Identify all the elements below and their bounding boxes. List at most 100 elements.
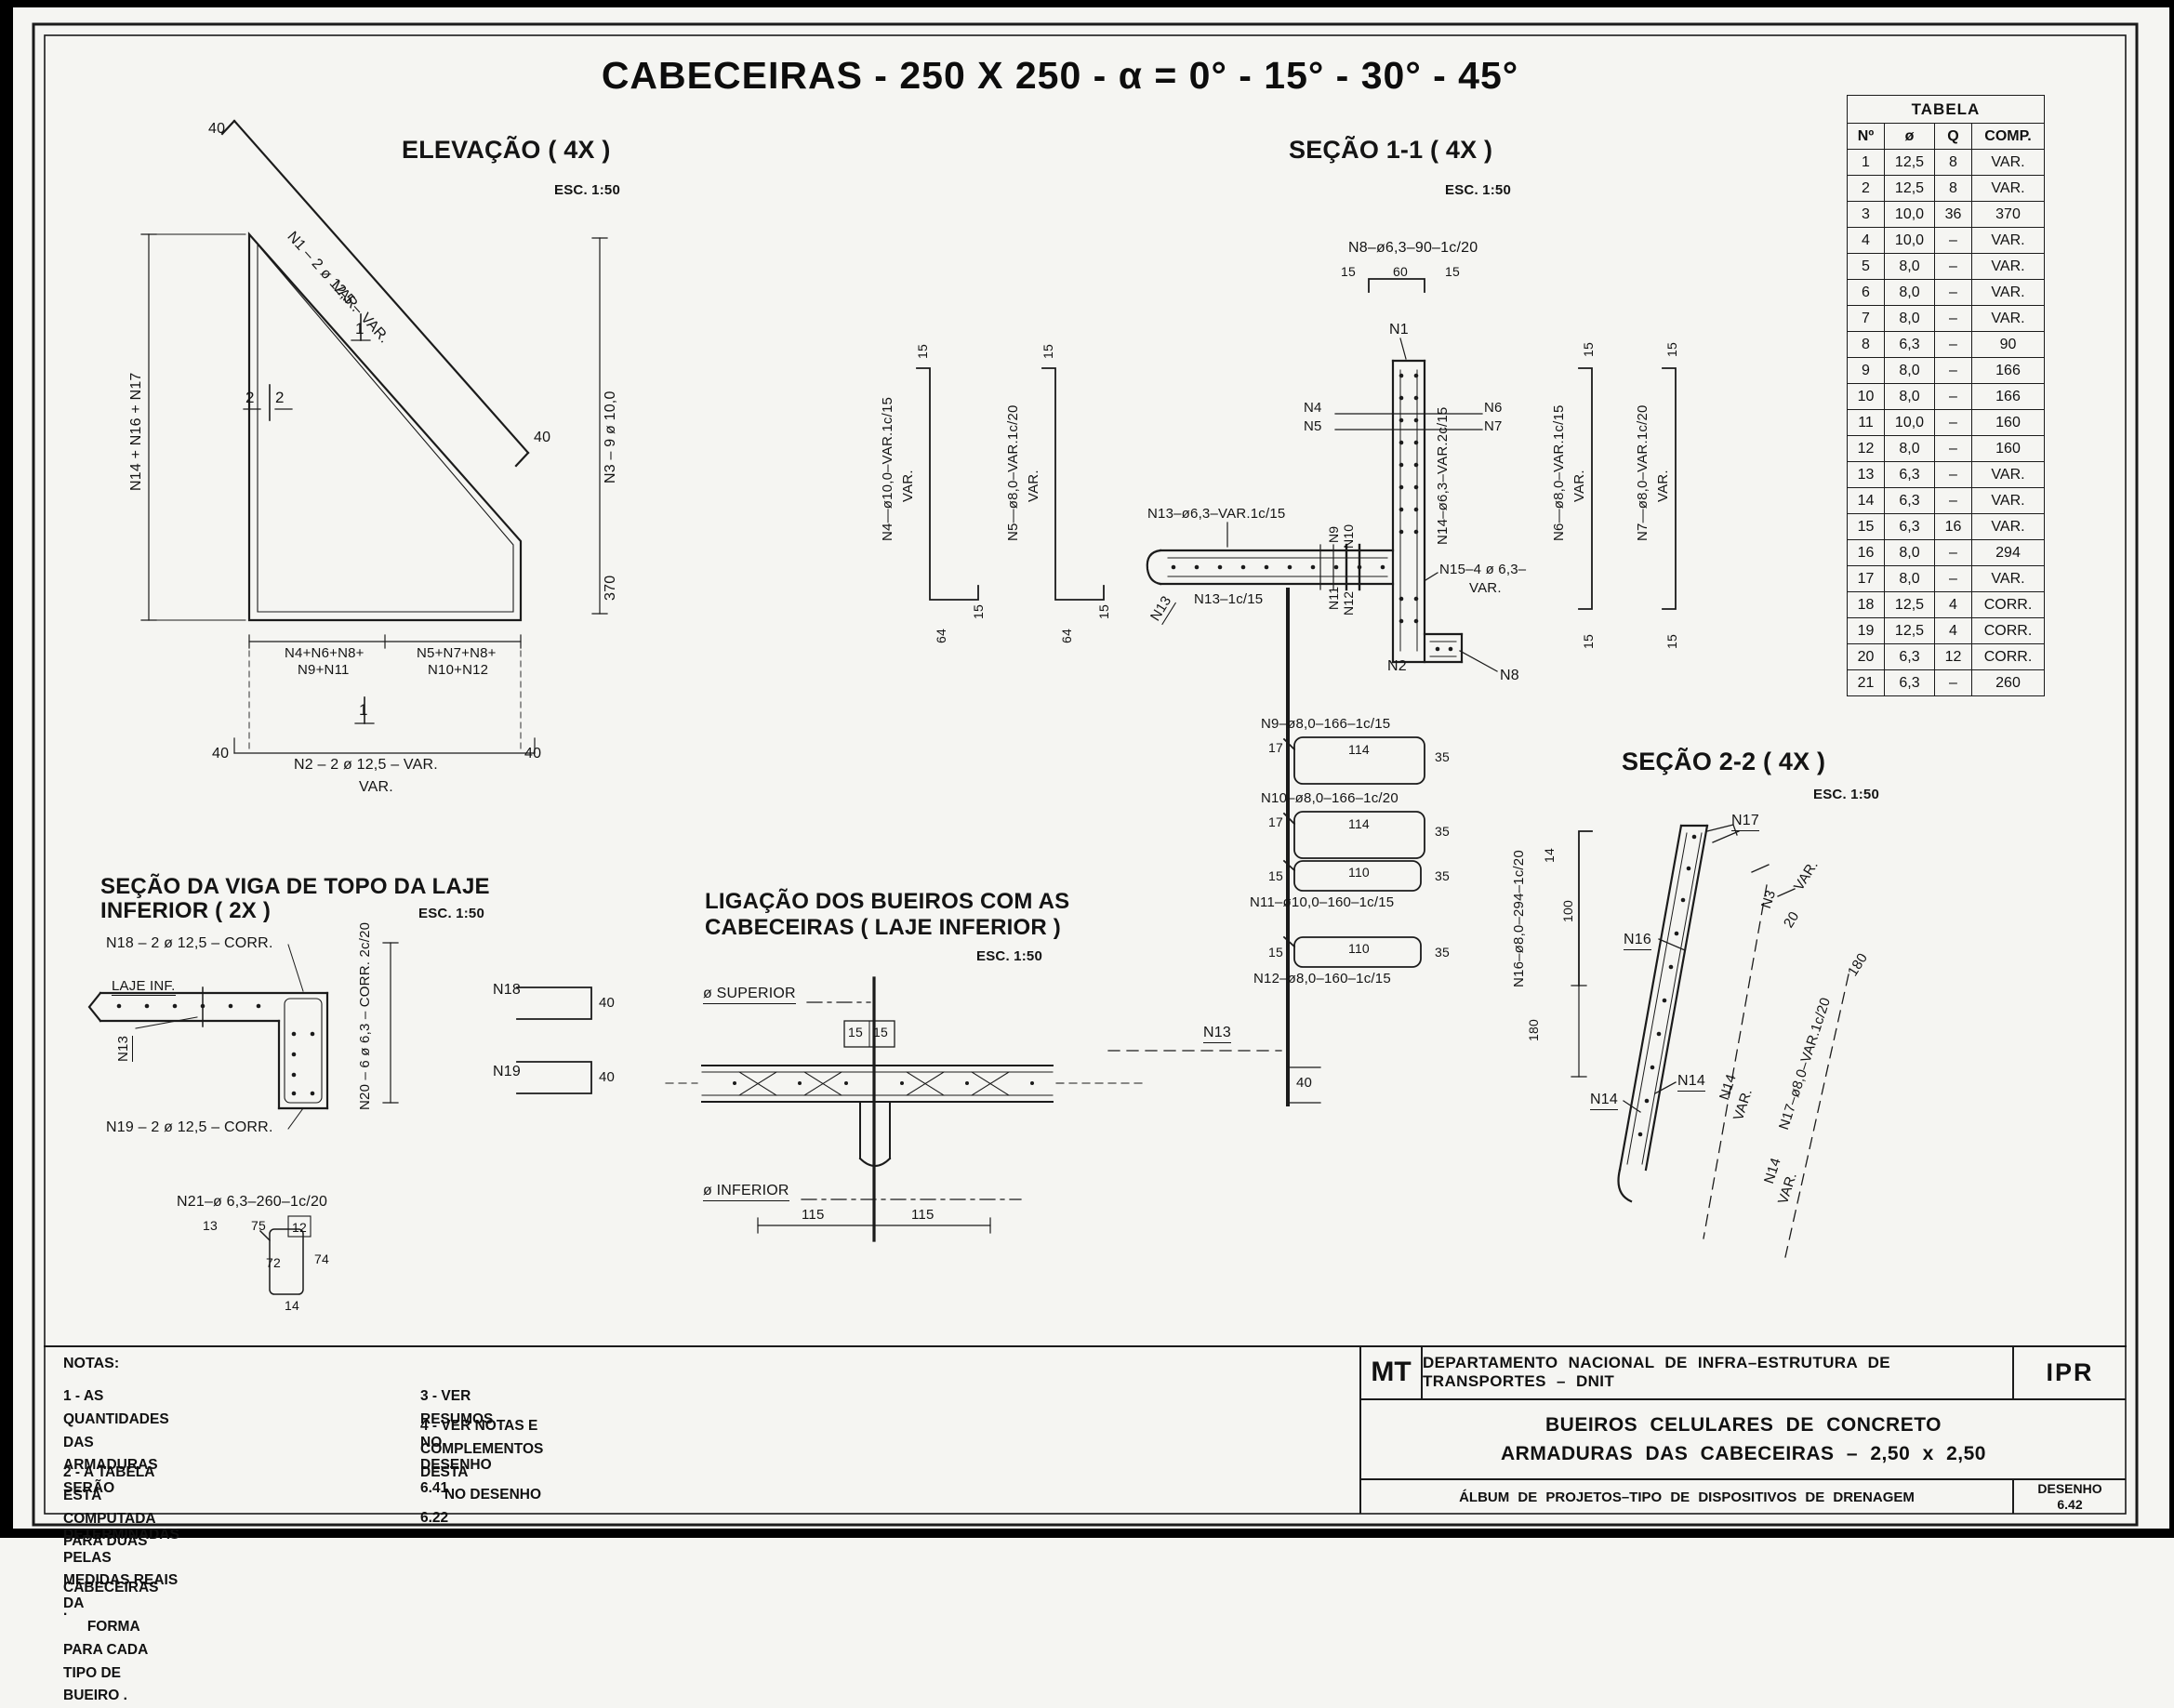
- tabela-cell: 5: [1847, 253, 1885, 280]
- drawing-label: VAR.: [900, 470, 916, 502]
- drawing-label: N6: [1484, 400, 1503, 416]
- drawing-label: N2 – 2 ø 12,5 – VAR.: [294, 757, 438, 773]
- tabela-cell: VAR.: [1971, 253, 2045, 280]
- drawing-label: 40: [1296, 1075, 1313, 1091]
- drawing-label: N10: [1341, 523, 1356, 549]
- tabela-cell: –: [1934, 305, 1972, 332]
- tabela-cell: –: [1934, 383, 1972, 410]
- drawing-label: 15: [1041, 344, 1055, 359]
- tabela-cell: 8,0: [1884, 565, 1935, 592]
- drawing-label: N19: [493, 1064, 521, 1079]
- drawing-label: 14: [285, 1298, 299, 1313]
- drawing-label: N14–ø6,3–VAR.2c/15: [1435, 406, 1451, 545]
- drawing-label: N5: [1304, 418, 1322, 434]
- drawing-label: 35: [1435, 749, 1450, 764]
- drawing-label: N9: [1326, 525, 1341, 543]
- tabela-cell: 14: [1847, 487, 1885, 514]
- tabela-title: TABELA: [1847, 95, 2045, 124]
- tabela-cell: 10: [1847, 383, 1885, 410]
- tabela-cell: VAR.: [1971, 565, 2045, 592]
- drawing-label: 20: [1781, 908, 1803, 932]
- tabela-cell: –: [1934, 435, 1972, 462]
- tabela-cell: –: [1934, 565, 1972, 592]
- drawing-label: ø SUPERIOR: [703, 986, 796, 1005]
- tabela-cell: 12,5: [1884, 149, 1935, 176]
- drawing-label: N11: [1326, 586, 1341, 610]
- drawing-label: 40: [599, 995, 616, 1011]
- drawing-label: 110: [1348, 941, 1370, 956]
- tabela-cell: 1: [1847, 149, 1885, 176]
- tabela-cell: –: [1934, 409, 1972, 436]
- tabela-header-numero: Nº: [1847, 123, 1885, 150]
- drawing-label: 15: [1664, 634, 1679, 649]
- tabela-cell: CORR.: [1971, 591, 2045, 618]
- elevacao-title: ELEVAÇÃO ( 4X ): [402, 136, 611, 164]
- drawing-label: N18 – 2 ø 12,5 – CORR.: [106, 935, 273, 951]
- drawing-label: N18: [493, 982, 521, 998]
- drawing-label: N3: [1758, 888, 1780, 911]
- note-2: 2 - A TABELA ESTÁ COMPUTADA PARA DUAS CA…: [63, 1464, 159, 1619]
- drawing-label: N5+N7+N8+: [417, 645, 497, 661]
- tabela-header-quantidade: Q: [1934, 123, 1972, 150]
- tabela-cell: 16: [1847, 539, 1885, 566]
- drawing-label: N16: [1624, 932, 1651, 951]
- drawing-label: N8: [1500, 668, 1519, 683]
- drawing-label: 100: [1560, 900, 1575, 922]
- tabela-cell: 20: [1847, 643, 1885, 670]
- drawing-label: 12: [292, 1220, 307, 1235]
- tabela-cell: 21: [1847, 669, 1885, 696]
- tabela-cell: VAR.: [1971, 175, 2045, 202]
- drawing-label: 17: [1268, 740, 1283, 755]
- logo-mt: MT: [1361, 1346, 1423, 1398]
- drawing-label: ø INFERIOR: [703, 1183, 789, 1202]
- drawing-label: 1: [359, 701, 368, 719]
- tabela-cell: 8,0: [1884, 383, 1935, 410]
- drawing-label: N13: [115, 1035, 134, 1062]
- page-title: CABECEIRAS - 250 X 250 - α = 0° - 15° - …: [601, 54, 1519, 97]
- drawing-label: N16–ø8,0–294–1c/20: [1511, 850, 1527, 987]
- drawing-label: N4: [1304, 400, 1322, 416]
- drawing-label: N6—ø8,0–VAR.1c/15: [1551, 404, 1567, 541]
- drawing-label: N13: [1147, 593, 1177, 626]
- tabela-cell: 166: [1971, 357, 2045, 384]
- drawing-label: 72: [266, 1255, 281, 1270]
- stirrup-details: [1282, 736, 1425, 968]
- drawing-label: N10–ø8,0–166–1c/20: [1261, 790, 1399, 806]
- tabela-cell: 19: [1847, 617, 1885, 644]
- secao-2-2-title: SEÇÃO 2-2 ( 4X ): [1622, 748, 1826, 775]
- drawing-label: 15: [1664, 342, 1679, 357]
- tabela-cell: –: [1934, 487, 1972, 514]
- drawing-label: 180: [1526, 1019, 1541, 1041]
- drawing-label: 2: [275, 389, 285, 406]
- subject-line1: BUEIROS CELULARES DE CONCRETO: [1545, 1413, 1942, 1436]
- drawing-label: 75: [251, 1218, 266, 1233]
- notes-heading: NOTAS:: [63, 1356, 120, 1371]
- tabela-cell: 10,0: [1884, 201, 1935, 228]
- drawing-label: 180: [1845, 950, 1872, 980]
- viga-topo-title-line1: SEÇÃO DA VIGA DE TOPO DA LAJE: [100, 874, 490, 899]
- drawing-label: 114: [1348, 816, 1370, 831]
- elevacao-outline: [220, 119, 530, 622]
- tabela-cell: 8,0: [1884, 279, 1935, 306]
- drawing-label: N14: [1677, 1073, 1705, 1092]
- tabela-cell: 8,0: [1884, 539, 1935, 566]
- drawing-label: N4+N6+N8+: [285, 645, 365, 661]
- drawing-label: 15: [971, 604, 986, 619]
- drawing-label: 15: [1096, 604, 1111, 619]
- tabela-cell: 6,3: [1884, 513, 1935, 540]
- tabela-cell: 12: [1934, 643, 1972, 670]
- tabela-header-comprimento: COMP.: [1971, 123, 2045, 150]
- drawing-label: N14 + N16 + N17: [128, 372, 144, 491]
- tabela-cell: 160: [1971, 435, 2045, 462]
- tabela-cell: 12,5: [1884, 617, 1935, 644]
- drawing-label: N3 – 9 ø 10,0: [603, 391, 618, 483]
- drawing-label: N8–ø6,3–90–1c/20: [1348, 240, 1478, 256]
- drawing-label: VAR.: [359, 779, 393, 795]
- title-block: MT DEPARTAMENTO NACIONAL DE INFRA–ESTRUT…: [1359, 1346, 2126, 1514]
